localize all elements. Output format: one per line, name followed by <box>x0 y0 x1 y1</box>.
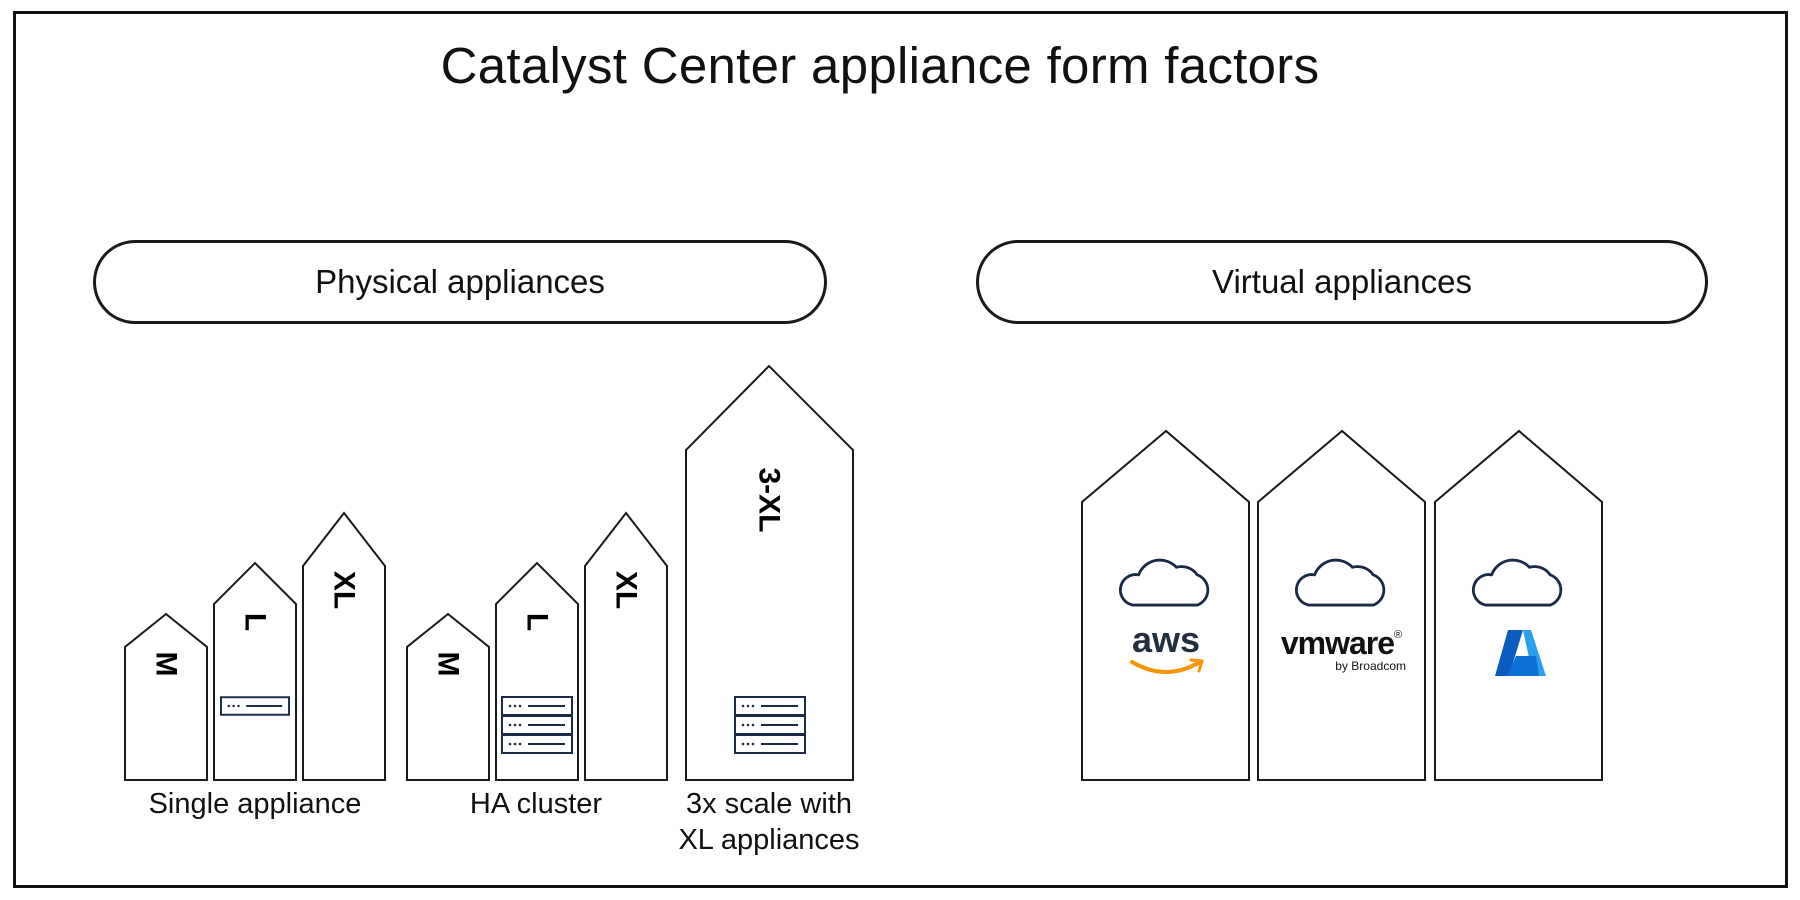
label-xl-single: XL <box>328 571 361 609</box>
caption-3x-scale: 3x scale with XL appliances <box>619 786 919 858</box>
ha-cluster-group: M L XL <box>406 511 668 781</box>
vmware-broadcom-label: by Broadcom <box>1335 659 1406 673</box>
virtual-azure <box>1434 429 1603 781</box>
label-l-single: L <box>239 613 272 631</box>
cloud-icon <box>1471 558 1563 607</box>
appliance-l-single <box>213 561 297 781</box>
server-stack-icon <box>733 696 807 716</box>
appliance-xl-ha <box>584 511 668 781</box>
physical-appliances-header: Physical appliances <box>93 240 827 324</box>
appliance-m-single <box>124 612 208 781</box>
virtual-appliance-vmware <box>1257 429 1426 781</box>
aws-smile-icon <box>1130 660 1202 674</box>
server-stack-icon <box>500 734 574 754</box>
scale-3xl-group: 3-XL <box>685 364 854 781</box>
server-icon <box>220 696 290 716</box>
server-stack-icon <box>500 715 574 735</box>
server-stack-icon <box>500 696 574 716</box>
diagram-frame <box>13 11 1788 888</box>
single-appliance-group: M L XL <box>124 511 386 781</box>
vmware-registered-mark: ® <box>1394 629 1402 641</box>
caption-3x-scale-line1: 3x scale with <box>685 788 852 820</box>
appliance-3xl <box>685 364 854 781</box>
label-m-single: M <box>150 652 183 677</box>
appliance-l-ha <box>495 561 579 781</box>
virtual-appliances-label: Virtual appliances <box>1212 263 1472 300</box>
virtual-vmware: vmware® by Broadcom <box>1257 429 1426 781</box>
virtual-appliances-header: Virtual appliances <box>976 240 1708 324</box>
cloud-icon <box>1294 558 1386 607</box>
vmware-logo: vmware® <box>1281 625 1402 661</box>
virtual-aws: aws <box>1081 429 1250 781</box>
caption-3x-scale-line2: XL appliances <box>678 824 860 856</box>
virtual-appliance-aws <box>1081 429 1250 781</box>
azure-logo <box>1495 630 1546 676</box>
server-stack-icon <box>733 734 807 754</box>
label-xl-ha: XL <box>610 571 643 609</box>
cloud-icon <box>1118 558 1210 607</box>
vmware-logo-text: vmware <box>1281 625 1394 661</box>
server-stack-icon <box>733 715 807 735</box>
caption-single-appliance: Single appliance <box>148 788 362 820</box>
virtual-appliance-azure <box>1434 429 1603 781</box>
aws-arrow-icon <box>1189 658 1204 673</box>
caption-ha-cluster: HA cluster <box>469 788 603 820</box>
page-title: Catalyst Center appliance form factors <box>440 37 1320 94</box>
physical-appliances-label: Physical appliances <box>315 263 605 300</box>
aws-logo: aws <box>1132 619 1200 660</box>
label-l-ha: L <box>521 613 554 631</box>
label-3xl: 3-XL <box>753 467 786 532</box>
label-m-ha: M <box>432 652 465 677</box>
appliance-xl-single <box>302 511 386 781</box>
appliance-m-ha <box>406 612 490 781</box>
